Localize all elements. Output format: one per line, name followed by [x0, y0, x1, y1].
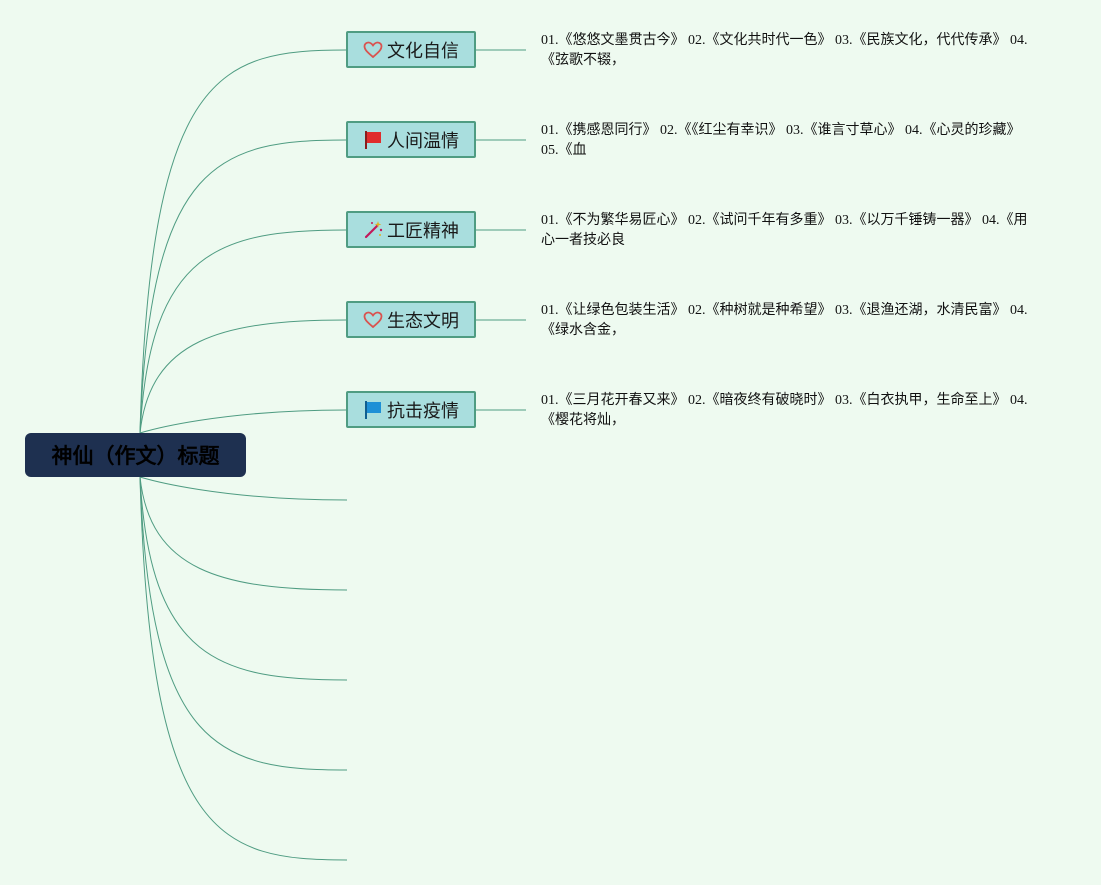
- magic-wand-icon: [363, 220, 383, 240]
- topic-label: 生态文明: [387, 310, 459, 332]
- branch-connector: [139, 229, 347, 434]
- topic-node[interactable]: 人间温情: [346, 121, 476, 158]
- branch-connector: [139, 319, 347, 434]
- empty-branch-connector: [139, 476, 348, 501]
- blue-flag-icon: [363, 400, 383, 420]
- topic-description: 01.《携感恩同行》 02.《《红尘有幸识》 03.《谁言寸草心》 04.《心灵…: [541, 123, 1021, 158]
- heart-outline-icon: [363, 310, 383, 330]
- root-node[interactable]: 神仙（作文）标题: [25, 433, 246, 477]
- branch-connector: [139, 409, 347, 434]
- topic-label: 人间温情: [387, 130, 459, 152]
- topic-node[interactable]: 工匠精神: [346, 211, 476, 248]
- empty-branch-connector: [139, 476, 348, 771]
- topic-label: 抗击疫情: [387, 400, 459, 422]
- topic-node[interactable]: 生态文明: [346, 301, 476, 338]
- empty-branch-connector: [139, 476, 348, 861]
- empty-branch-connector: [139, 476, 348, 591]
- topic-label: 文化自信: [387, 40, 459, 62]
- heart-outline-icon: [363, 40, 383, 60]
- branch-connector: [139, 49, 347, 434]
- branch-connector: [139, 139, 347, 434]
- topic-label: 工匠精神: [387, 220, 459, 242]
- root-node-label: 神仙（作文）标题: [51, 444, 220, 468]
- topic-node[interactable]: 抗击疫情: [346, 391, 476, 428]
- red-flag-icon: [363, 130, 383, 150]
- topic-node[interactable]: 文化自信: [346, 31, 476, 68]
- empty-branch-connector: [139, 476, 348, 681]
- topic-description: 01.《悠悠文墨贯古今》 02.《文化共时代一色》 03.《民族文化，代代传承》…: [541, 33, 1028, 68]
- topic-description: 01.《三月花开春又来》 02.《暗夜终有破晓时》 03.《白衣执甲，生命至上》…: [541, 393, 1028, 428]
- topic-description: 01.《不为繁华易匠心》 02.《试问千年有多重》 03.《以万千锤铸一器》 0…: [541, 213, 1028, 248]
- topic-description: 01.《让绿色包装生活》 02.《种树就是种希望》 03.《退渔还湖，水清民富》…: [541, 303, 1028, 338]
